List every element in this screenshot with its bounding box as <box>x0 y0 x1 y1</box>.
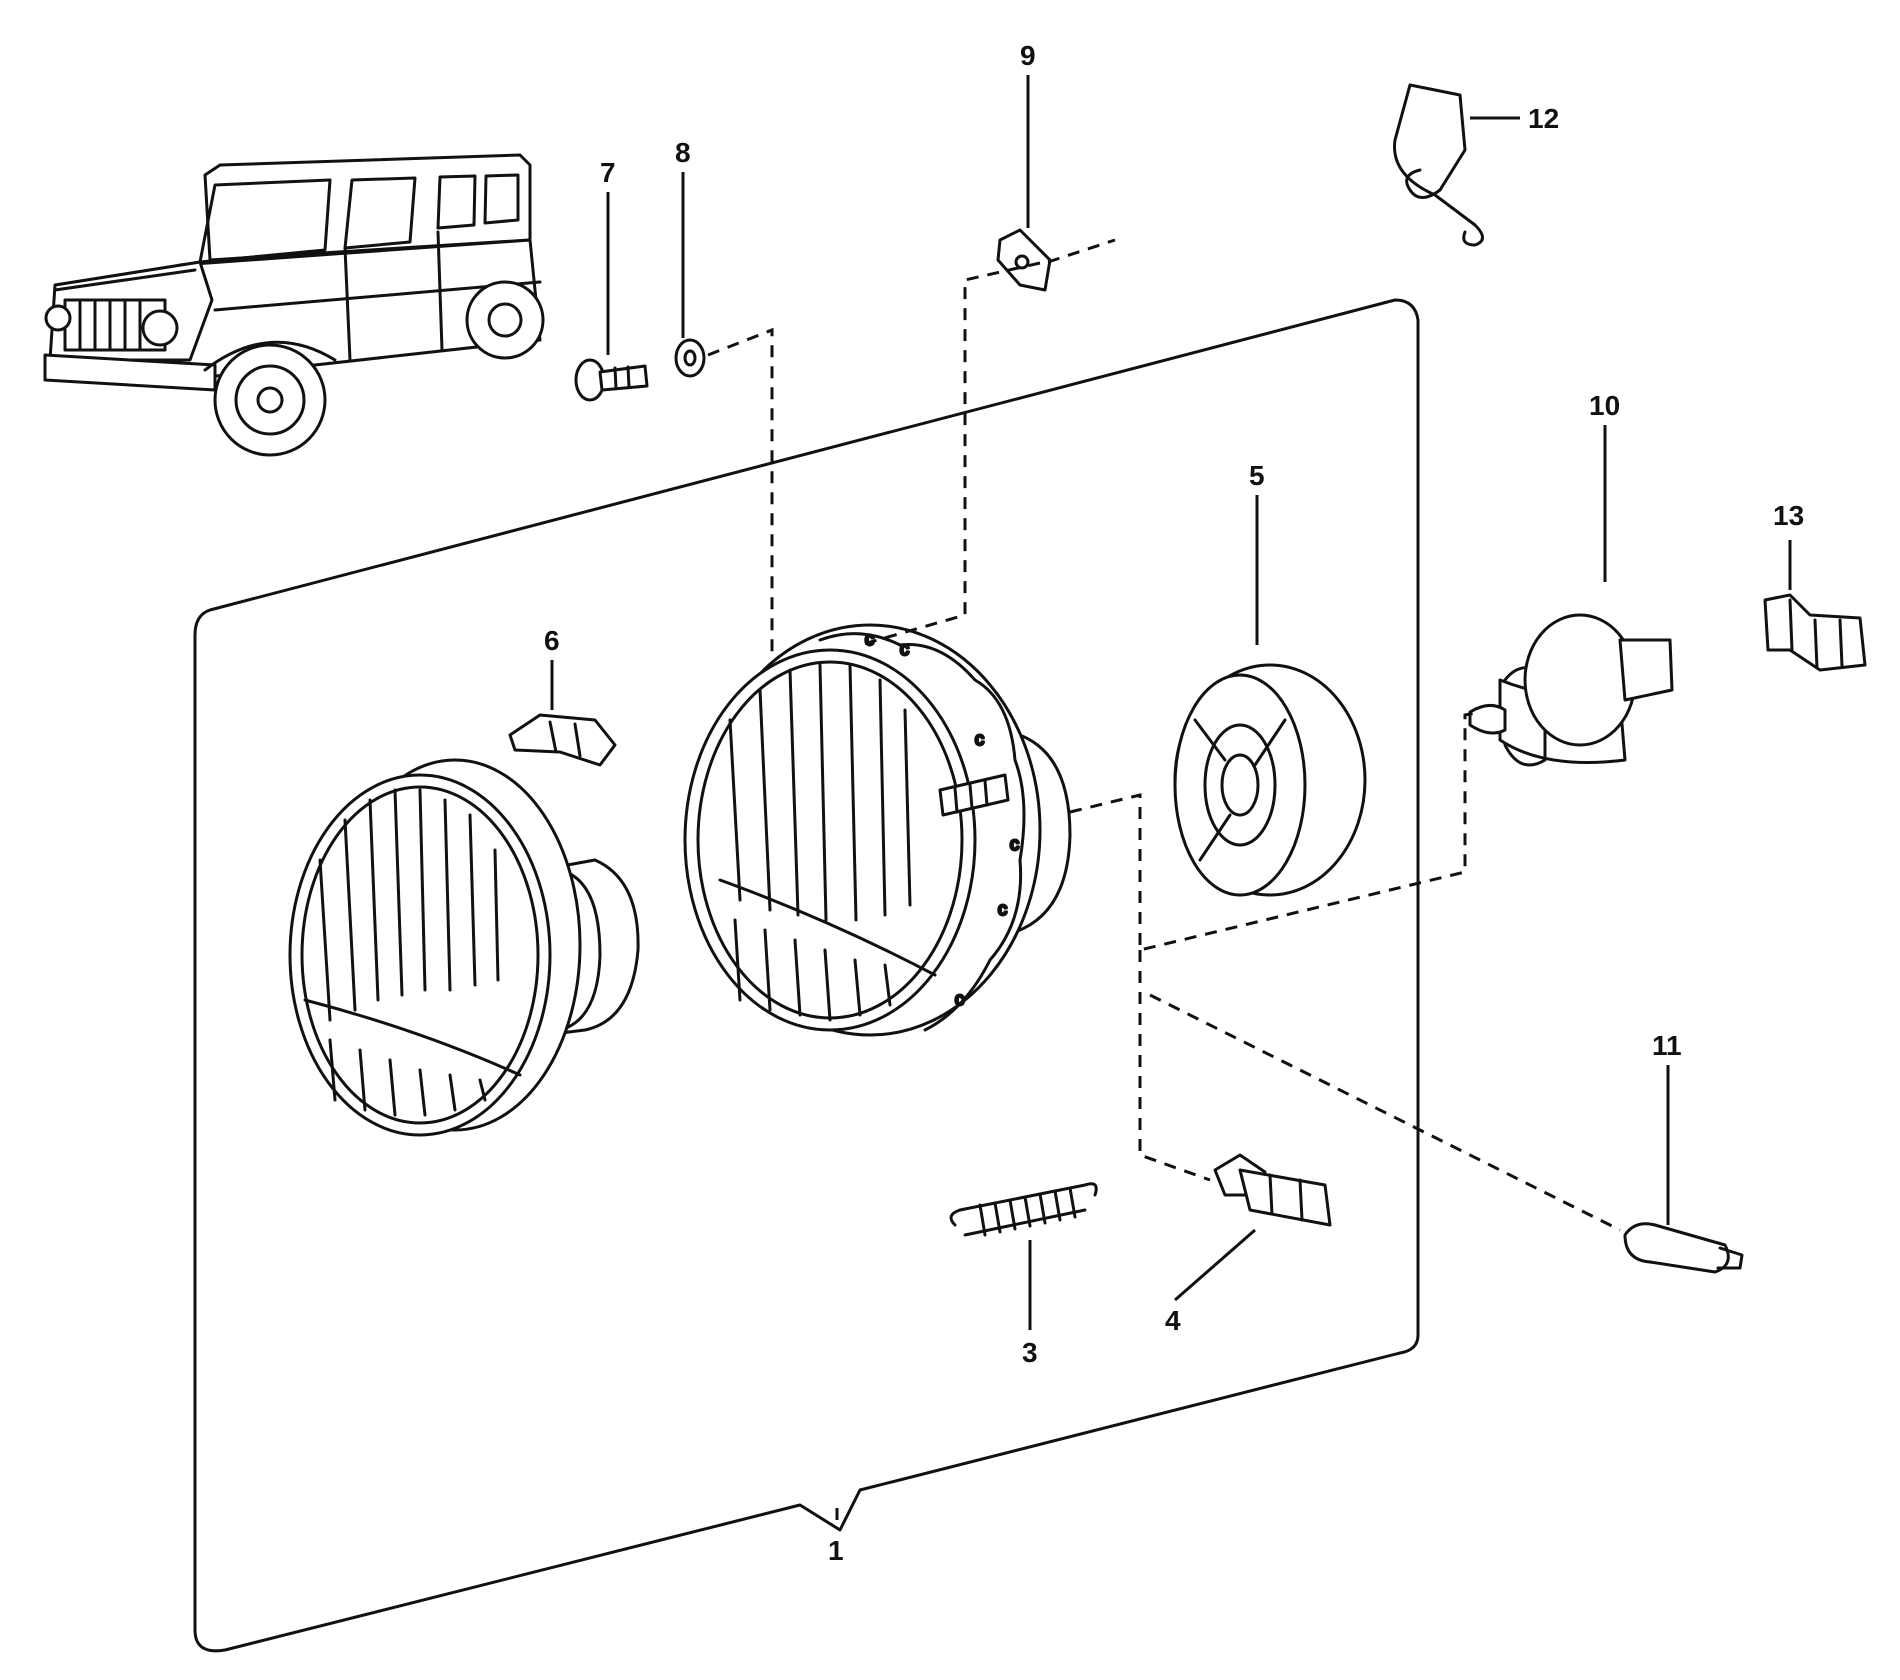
callout-leaders <box>550 75 1792 1520</box>
bulb-holder <box>1213 1153 1332 1227</box>
svg-text:c: c <box>1010 834 1019 854</box>
vehicle-illustration <box>43 153 545 457</box>
assembly-frame <box>193 298 1420 1653</box>
screw-part <box>574 358 649 402</box>
callout-numbers: 1 3 4 5 6 7 8 9 10 11 12 13 <box>544 40 1804 1566</box>
spring-part <box>949 1182 1098 1237</box>
retaining-clip <box>508 713 617 767</box>
callout-11: 11 <box>1652 1030 1682 1061</box>
svg-text:c: c <box>900 639 909 659</box>
callout-1: 1 <box>828 1535 844 1566</box>
callout-8: 8 <box>675 137 691 168</box>
callout-5: 5 <box>1249 460 1265 491</box>
h4-bulb <box>1468 613 1674 767</box>
callout-10: 10 <box>1589 390 1620 421</box>
reflector-housing: c c c c c c <box>683 623 1072 1037</box>
callout-4: 4 <box>1165 1305 1181 1336</box>
svg-text:c: c <box>955 989 964 1009</box>
headlamp-assembly <box>288 758 640 1137</box>
callout-3: 3 <box>1022 1337 1038 1368</box>
wire-clip <box>1393 83 1484 247</box>
svg-text:c: c <box>865 629 874 649</box>
callout-9: 9 <box>1020 40 1036 71</box>
svg-text:c: c <box>998 899 1007 919</box>
callout-7: 7 <box>600 157 616 188</box>
callout-12: 12 <box>1528 103 1559 134</box>
assembly-guide-lines <box>707 238 1621 1232</box>
callout-13: 13 <box>1773 500 1804 531</box>
clip-nut <box>996 228 1052 292</box>
parking-bulb <box>1623 1222 1744 1274</box>
rubber-cap <box>1173 663 1367 897</box>
washer-part <box>674 338 706 378</box>
electrical-connector <box>1763 593 1867 672</box>
svg-text:c: c <box>975 729 984 749</box>
callout-6: 6 <box>544 625 560 656</box>
